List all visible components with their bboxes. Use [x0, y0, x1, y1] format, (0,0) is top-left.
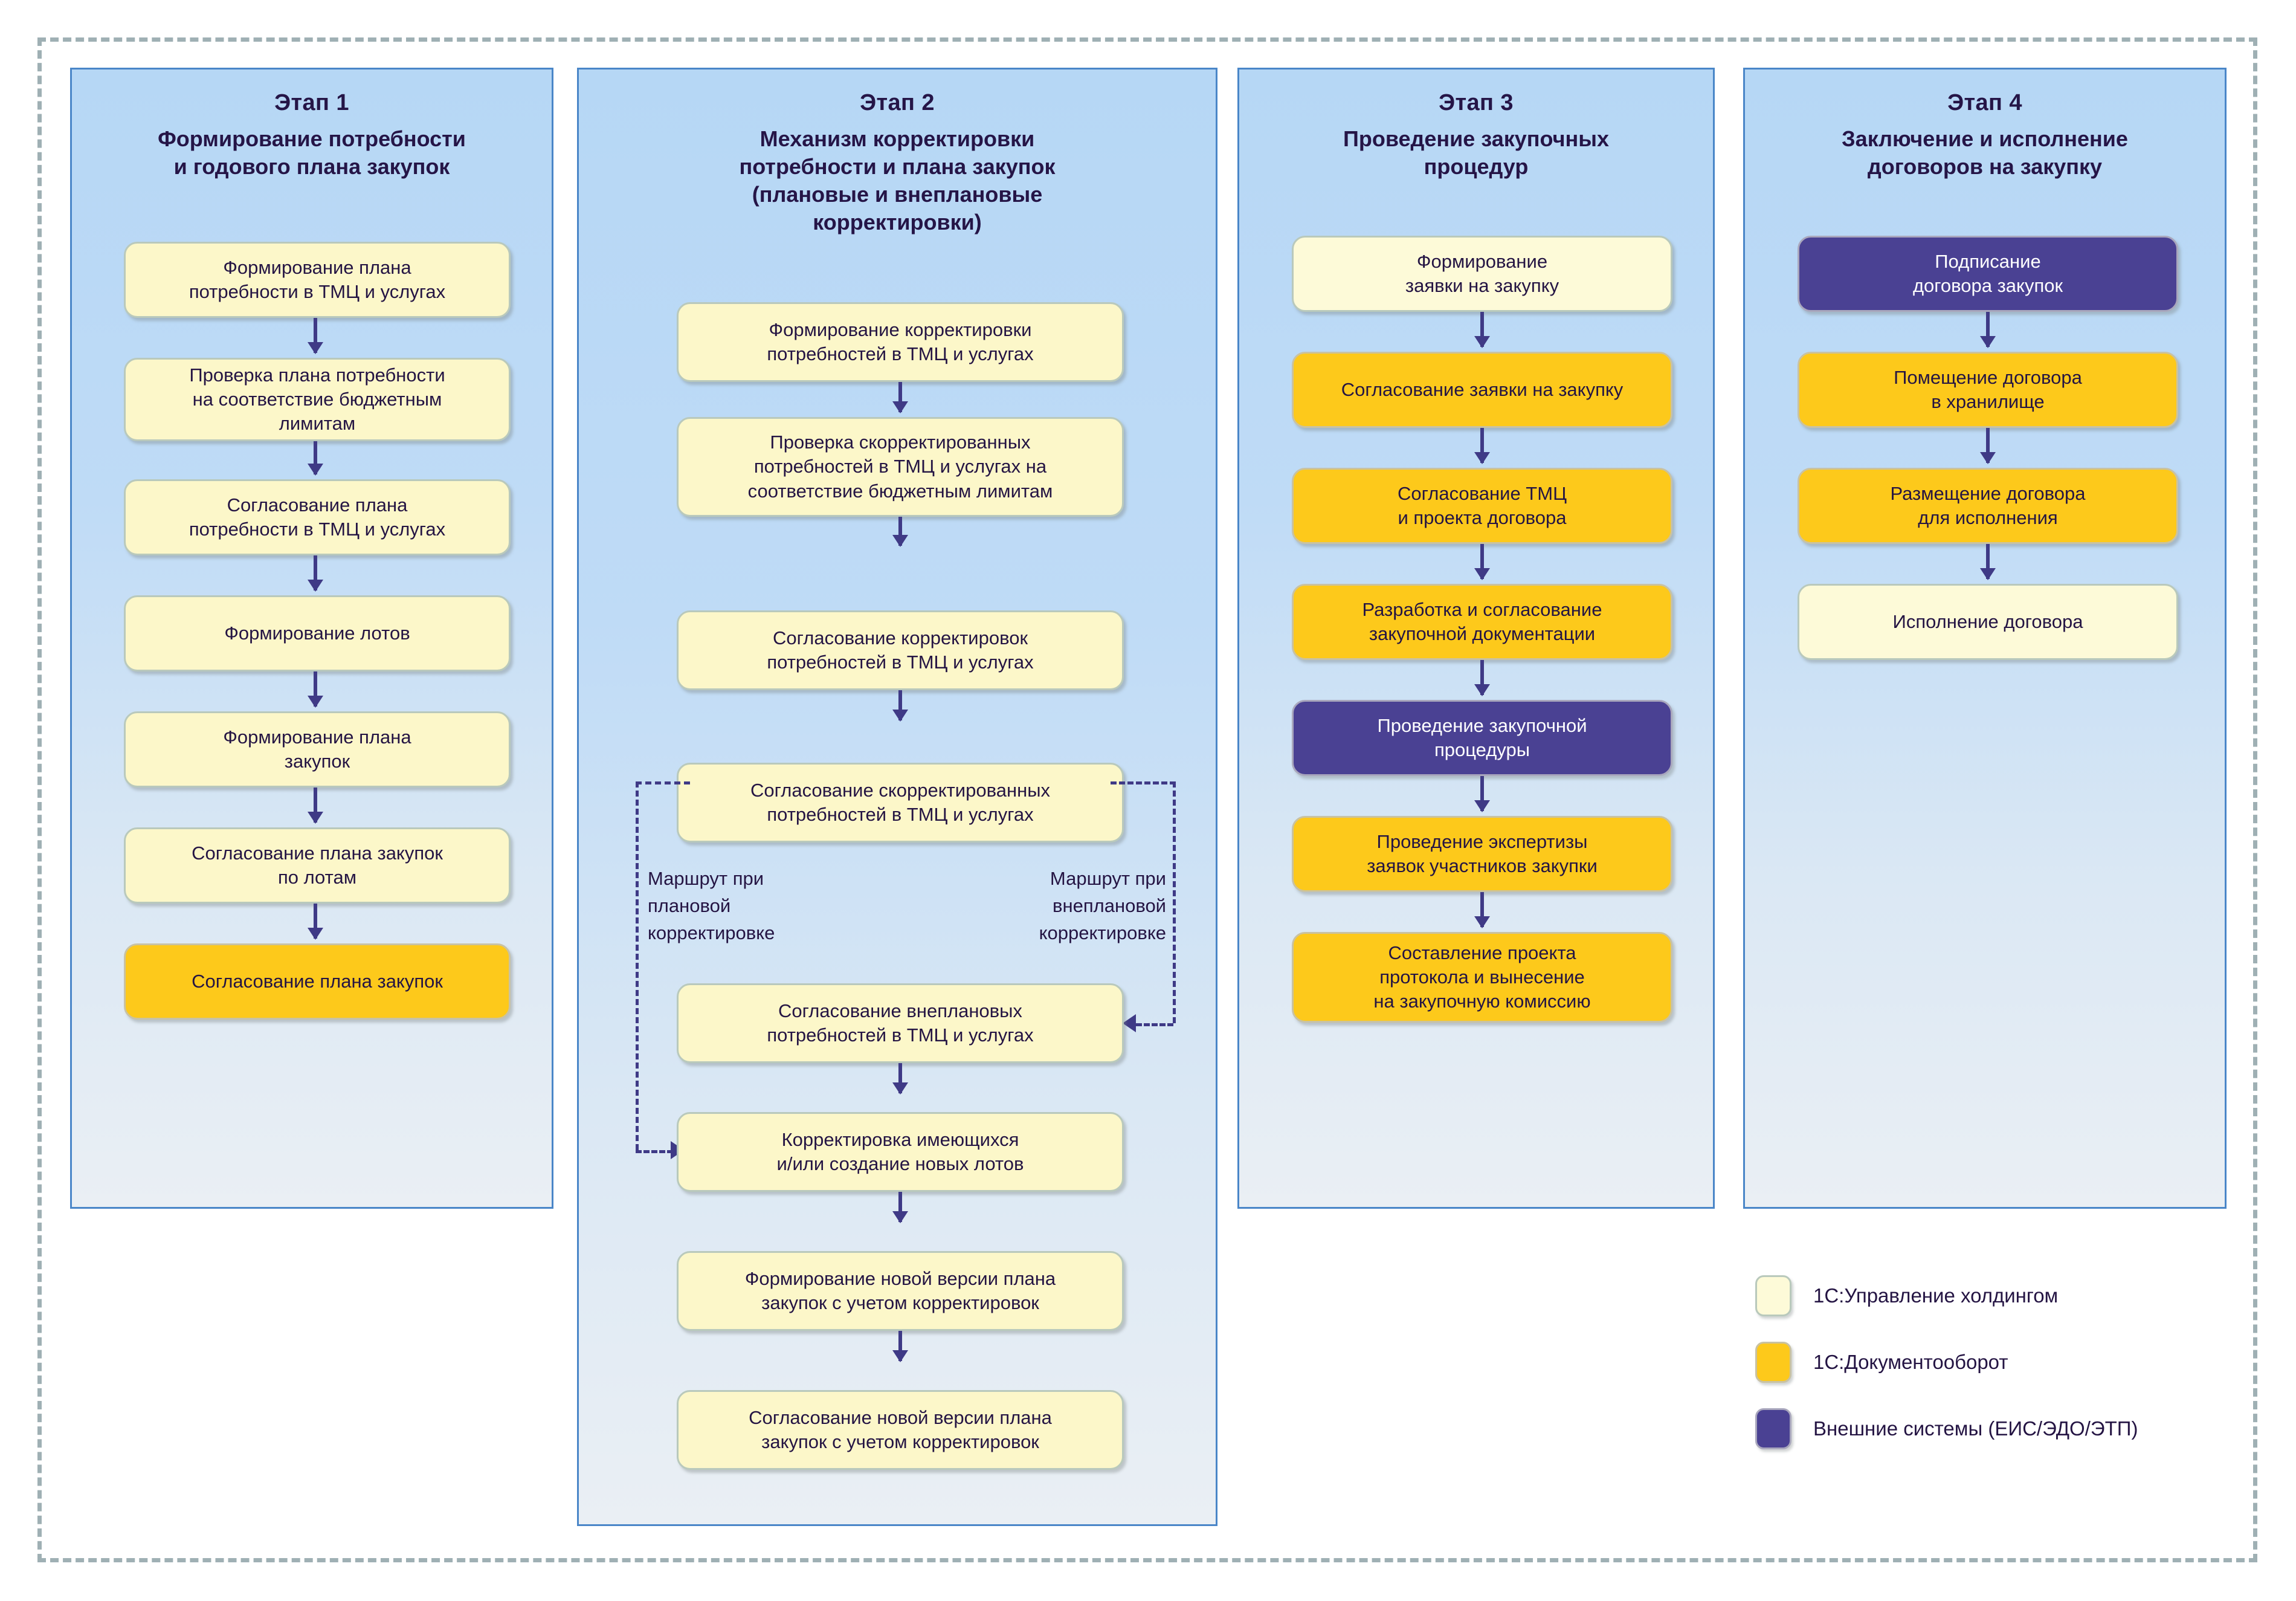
- stage-2-title: Механизм корректировки потребности и пла…: [739, 126, 1056, 234]
- stage-4-header: Этап 4 Заключение и исполнение договоров…: [1745, 90, 2225, 181]
- stage-2-step-8[interactable]: Согласование новой версии плана закупок …: [677, 1390, 1124, 1470]
- route-unplanned-arrowhead-icon: [1123, 1014, 1136, 1032]
- stage-4-step-2[interactable]: Помещение договора в хранилище: [1798, 352, 2178, 428]
- stage-4-number: Этап 4: [1947, 90, 2022, 115]
- stage-4-step-4[interactable]: Исполнение договора: [1798, 584, 2178, 660]
- arrow-s3-6: [1480, 892, 1484, 927]
- route-unplanned-top: [1111, 781, 1176, 784]
- arrow-s4-3: [1986, 544, 1990, 579]
- stage-1-step-2[interactable]: Проверка плана потребности на соответств…: [124, 358, 511, 441]
- stage-3-step-4[interactable]: Разработка и согласование закупочной док…: [1292, 584, 1672, 660]
- stage-3-step-7[interactable]: Составление проекта протокола и вынесени…: [1292, 932, 1672, 1023]
- stage-2-step-7[interactable]: Формирование новой версии плана закупок …: [677, 1251, 1124, 1331]
- legend-label-uh: 1С:Управление холдингом: [1813, 1284, 2059, 1307]
- arrow-s2-3: [898, 690, 902, 720]
- arrow-s1-6: [314, 904, 317, 939]
- route-planned-down: [636, 781, 639, 1150]
- stage-2-number: Этап 2: [860, 90, 935, 115]
- legend-label-do: 1С:Документооборот: [1813, 1351, 2008, 1373]
- stage-2-step-2[interactable]: Проверка скорректированных потребностей …: [677, 417, 1124, 517]
- route-unplanned-down: [1173, 781, 1176, 1023]
- stage-3-step-5[interactable]: Проведение закупочной процедуры: [1292, 700, 1672, 776]
- legend-swatch-uh-icon: [1755, 1275, 1791, 1316]
- stage-1-header: Этап 1 Формирование потребности и годово…: [72, 90, 552, 181]
- outer-dashed-frame: [37, 37, 2257, 1562]
- route-label-planned: Маршрут при плановой корректировке: [648, 868, 775, 943]
- stage-1-title: Формирование потребности и годового план…: [158, 126, 466, 179]
- legend-label-ext: Внешние системы (ЕИС/ЭДО/ЭТП): [1813, 1417, 2138, 1440]
- stage-4-step-3[interactable]: Размещение договора для исполнения: [1798, 468, 2178, 544]
- arrow-s4-2: [1986, 428, 1990, 463]
- stage-3-step-6[interactable]: Проведение экспертизы заявок участников …: [1292, 816, 1672, 892]
- stage-1-step-5[interactable]: Формирование плана закупок: [124, 711, 511, 788]
- arrow-s1-3: [314, 555, 317, 590]
- arrow-s3-5: [1480, 776, 1484, 811]
- stage-2-step-5[interactable]: Согласование внеплановых потребностей в …: [677, 983, 1124, 1063]
- stage-4-title: Заключение и исполнение договоров на зак…: [1842, 126, 2128, 179]
- stage-2-header: Этап 2 Механизм корректировки потребност…: [579, 90, 1216, 236]
- arrow-s2-1: [898, 382, 902, 412]
- arrow-s1-2: [314, 441, 317, 474]
- arrow-s3-3: [1480, 544, 1484, 579]
- stage-1-step-6[interactable]: Согласование плана закупок по лотам: [124, 827, 511, 904]
- legend-item-uh: 1С:Управление холдингом: [1755, 1275, 2058, 1316]
- arrow-s3-1: [1480, 312, 1484, 347]
- stage-1-step-1[interactable]: Формирование плана потребности в ТМЦ и у…: [124, 242, 511, 318]
- legend-item-ext: Внешние системы (ЕИС/ЭДО/ЭТП): [1755, 1408, 2138, 1449]
- arrow-s2-5: [898, 1063, 902, 1093]
- stage-3-step-1[interactable]: Формирование заявки на закупку: [1292, 236, 1672, 312]
- arrow-s1-4: [314, 671, 317, 707]
- arrow-s1-1: [314, 318, 317, 353]
- stage-2-step-6[interactable]: Корректировка имеющихся и/или создание н…: [677, 1112, 1124, 1192]
- arrow-s2-2: [898, 517, 902, 546]
- stage-1-step-7[interactable]: Согласование плана закупок: [124, 943, 511, 1020]
- stage-3-header: Этап 3 Проведение закупочных процедур: [1239, 90, 1713, 181]
- stage-2-step-4[interactable]: Согласование скорректированных потребнос…: [677, 763, 1124, 843]
- stage-4-step-1[interactable]: Подписание договора закупок: [1798, 236, 2178, 312]
- arrow-s2-6: [898, 1192, 902, 1222]
- arrow-s2-7: [898, 1331, 902, 1361]
- route-planned-bottom: [636, 1150, 673, 1153]
- legend: 1С:Управление холдингом 1С:Документообор…: [1755, 1275, 2227, 1457]
- arrow-s3-4: [1480, 660, 1484, 695]
- stage-3-step-3[interactable]: Согласование ТМЦ и проекта договора: [1292, 468, 1672, 544]
- route-label-unplanned: Маршрут при внеплановой корректировке: [1039, 868, 1166, 943]
- legend-item-do: 1С:Документооборот: [1755, 1342, 2008, 1383]
- stage-1-step-3[interactable]: Согласование плана потребности в ТМЦ и у…: [124, 479, 511, 555]
- arrow-s3-2: [1480, 428, 1484, 463]
- stage-2-step-3[interactable]: Согласование корректировок потребностей …: [677, 610, 1124, 690]
- legend-swatch-ext-icon: [1755, 1408, 1791, 1449]
- stage-1-step-4[interactable]: Формирование лотов: [124, 595, 511, 671]
- stage-3-step-2[interactable]: Согласование заявки на закупку: [1292, 352, 1672, 428]
- stage-1-number: Этап 1: [274, 90, 349, 115]
- stage-3-title: Проведение закупочных процедур: [1343, 126, 1610, 179]
- arrow-s4-1: [1986, 312, 1990, 347]
- route-planned-top: [636, 781, 690, 784]
- legend-swatch-do-icon: [1755, 1342, 1791, 1383]
- stage-2-step-1[interactable]: Формирование корректировки потребностей …: [677, 302, 1124, 382]
- arrow-s1-5: [314, 788, 317, 823]
- route-unplanned-bottom: [1136, 1023, 1173, 1026]
- stage-3-number: Этап 3: [1439, 90, 1514, 115]
